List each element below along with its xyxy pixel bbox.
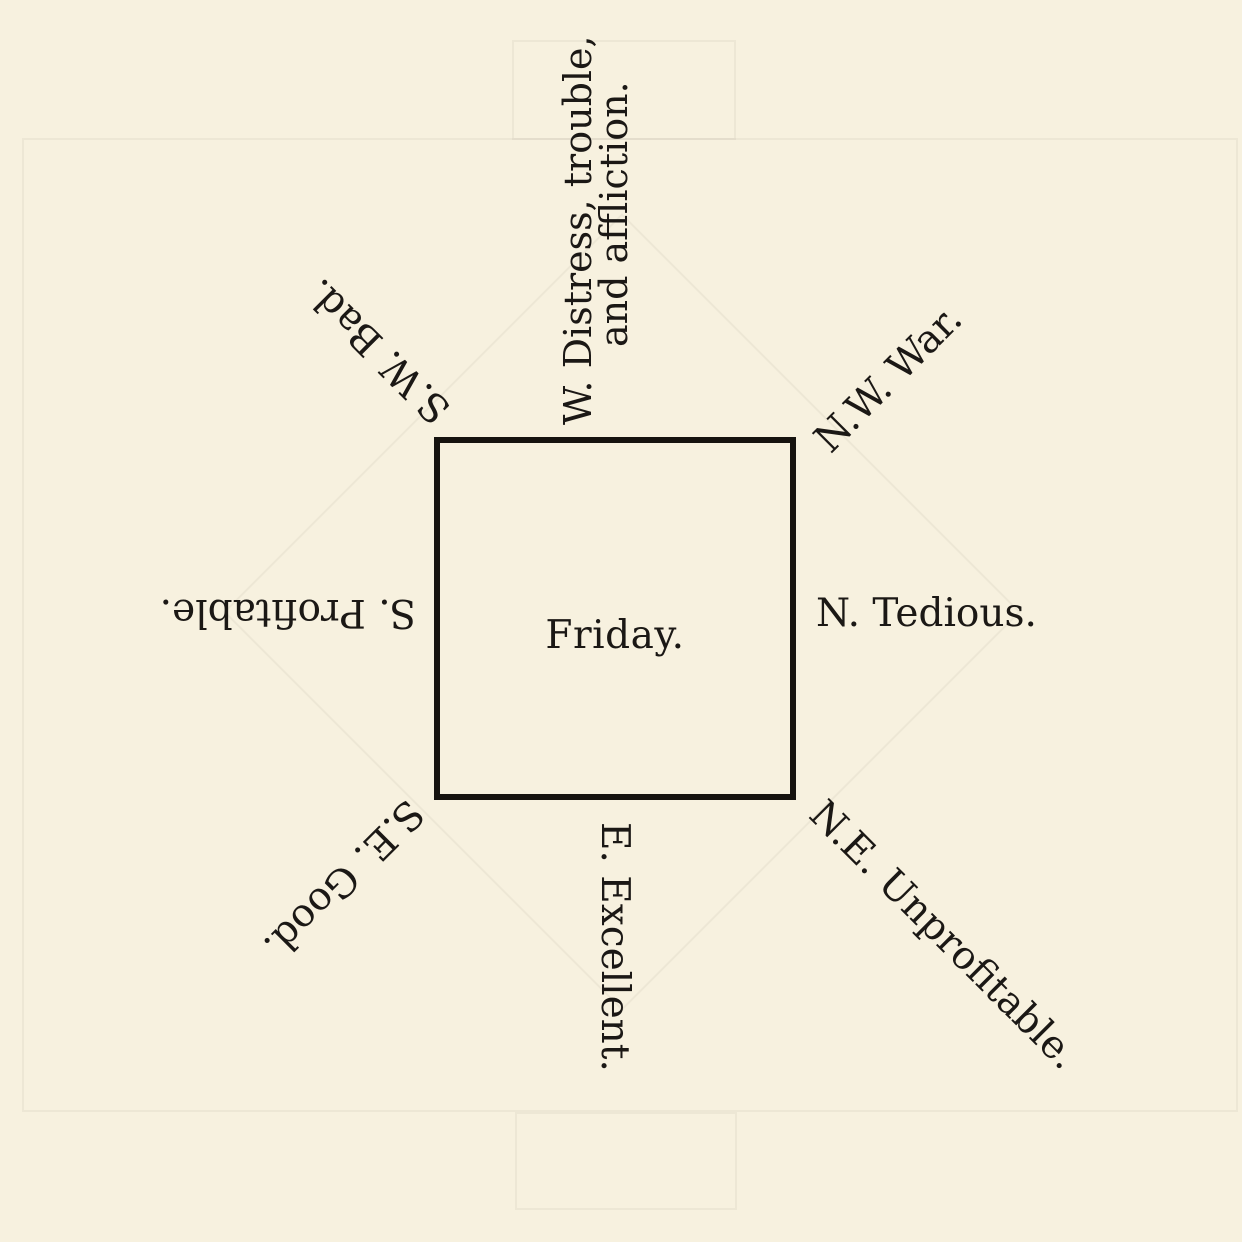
direction-west-line-1: W. Distress, trouble,	[556, 35, 600, 425]
direction-east-label: E. Excellent.	[592, 822, 637, 1072]
direction-west-line-2: and affliction.	[592, 81, 636, 347]
bleed-through-page-outline	[22, 138, 1238, 1112]
center-square: Friday.	[434, 437, 796, 800]
center-label: Friday.	[545, 613, 685, 658]
direction-west-label: W. Distress, trouble, and affliction.	[556, 35, 636, 425]
bleed-through-top-box	[512, 40, 736, 140]
bleed-through-bottom-box	[515, 1112, 737, 1210]
direction-south-label: S. Profitable.	[159, 590, 416, 635]
direction-north-label: N. Tedious.	[816, 591, 1037, 636]
